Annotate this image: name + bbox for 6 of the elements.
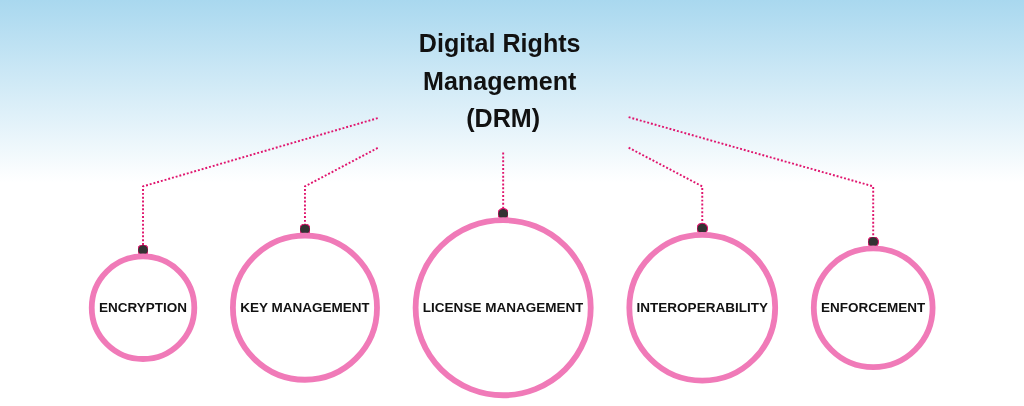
node-text: Digital Rights Management (DRM) [418,29,581,134]
node-circle: ENCRYPTION [88,253,198,362]
node-circle: LICENSE MANAGEMENT [412,217,594,399]
node-circle: ENFORCEMENT [810,245,936,370]
node-circle: KEY MANAGEMENT [229,232,380,383]
node-circle: INTEROPERABILITY [626,231,778,384]
